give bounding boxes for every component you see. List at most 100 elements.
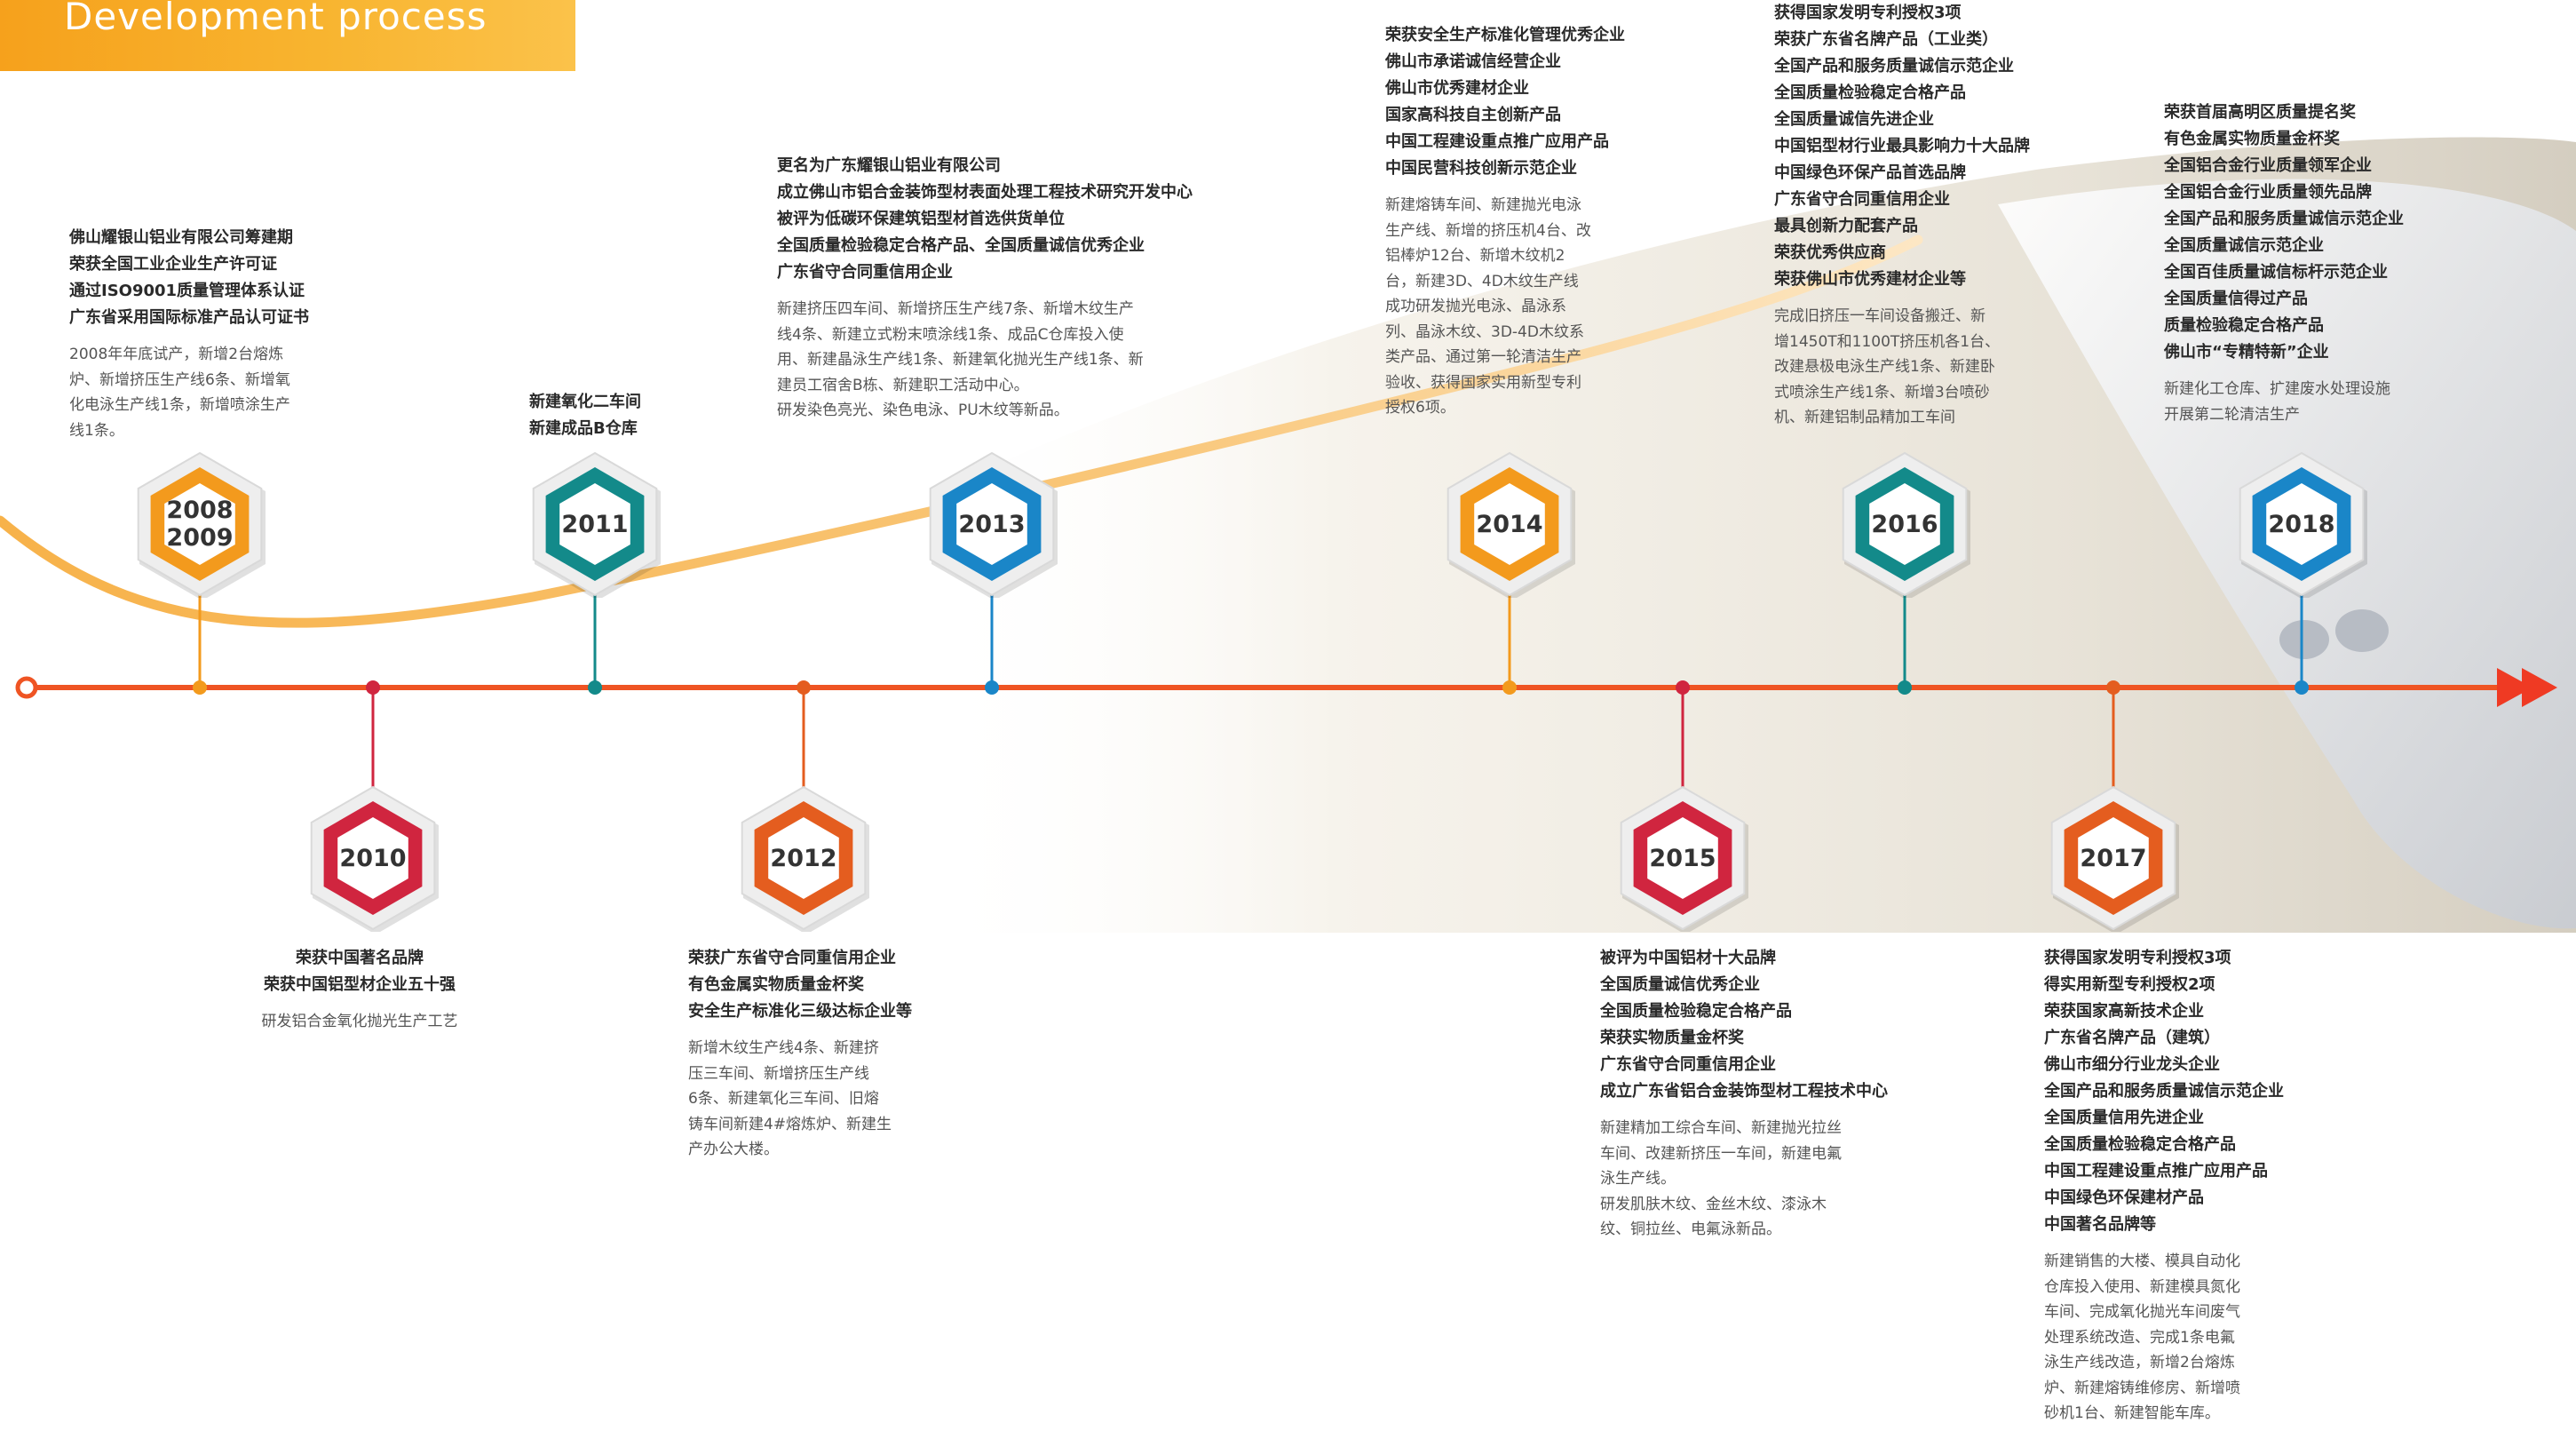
hexagon-icon <box>741 785 869 932</box>
honor-item: 广东省名牌产品（建筑） <box>2044 1029 2220 1047</box>
timeline-arrow <box>2497 668 2557 707</box>
timeline-dot <box>985 680 999 695</box>
honor-item: 荣获广东省守合同重信用企业 <box>688 949 896 967</box>
timeline-dot <box>366 680 380 695</box>
description-line: 泳生产线。 <box>1600 1170 1676 1188</box>
description-line: 生产线、新增的挤压机4台、改 <box>1385 221 1591 240</box>
honor-item: 有色金属实物质量金杯奖 <box>2164 130 2340 148</box>
honor-item: 有色金属实物质量金杯奖 <box>688 975 864 994</box>
honor-item: 荣获佛山市优秀建材企业等 <box>1774 270 1966 289</box>
year-label: 2013 <box>958 510 1026 538</box>
description-line: 建员工宿舍B栋、新建职工活动中心。 <box>777 376 1029 394</box>
year-label: 2010 <box>339 844 407 872</box>
honor-item: 国家高科技自主创新产品 <box>1385 106 1561 124</box>
honor-item: 中国工程建设重点推广应用产品 <box>2044 1162 2268 1181</box>
timeline-start-dot <box>15 676 38 699</box>
year-badge: 2012 <box>735 784 872 932</box>
honor-item: 荣获国家高新技术企业 <box>2044 1002 2204 1021</box>
honor-item: 全国产品和服务质量诚信示范企业 <box>1774 57 2014 76</box>
milestone-description: 新建化工仓库、扩建废水处理设施开展第二轮清洁生产 <box>2164 377 2501 427</box>
milestone-text-2008: 佛山耀银山铝业有限公司筹建期荣获全国工业企业生产许可证通过ISO9001质量管理… <box>69 225 389 443</box>
milestone-text-2012: 荣获广东省守合同重信用企业有色金属实物质量金杯奖安全生产标准化三级达标企业等新增… <box>688 945 937 1163</box>
timeline-dot <box>1676 680 1690 695</box>
honors-list: 荣获首届高明区质量提名奖有色金属实物质量金杯奖全国铝合金行业质量领军企业全国铝合… <box>2164 99 2501 366</box>
year-badge: 2010 <box>305 784 441 932</box>
honor-item: 荣获优秀供应商 <box>1774 243 1886 262</box>
year-label: 2018 <box>2268 510 2335 538</box>
description-line: 砂机1台、新建智能车库。 <box>2044 1404 2220 1422</box>
honor-item: 全国质量信得过产品 <box>2164 290 2308 308</box>
honors-list: 荣获广东省守合同重信用企业有色金属实物质量金杯奖安全生产标准化三级达标企业等 <box>688 945 937 1025</box>
description-line: 车间、完成氧化抛光车间废气 <box>2044 1303 2240 1321</box>
milestone-text-2013: 更名为广东耀银山铝业有限公司成立佛山市铝合金装饰型材表面处理工程技术研究开发中心… <box>777 153 1274 424</box>
honor-item: 中国工程建设重点推广应用产品 <box>1385 132 1609 151</box>
description-line: 车间、改建新挤压一车间，新建电氟 <box>1600 1144 1842 1163</box>
description-line: 用、新建晶泳生产线1条、新建氧化抛光生产线1条、新 <box>777 351 1144 369</box>
description-line: 仓库投入使用、新建模具氮化 <box>2044 1277 2240 1296</box>
honor-item: 荣获中国铝型材企业五十强 <box>264 975 456 994</box>
honor-item: 荣获首届高明区质量提名奖 <box>2164 103 2356 122</box>
honor-item: 荣获广东省名牌产品（工业类） <box>1774 30 1998 49</box>
description-line: 列、晶泳木纹、3D-4D木纹系 <box>1385 322 1584 341</box>
honor-item: 新建成品B仓库 <box>529 419 638 438</box>
honor-item: 中国民营科技创新示范企业 <box>1385 159 1577 178</box>
description-line: 炉、新建熔铸维修房、新增喷 <box>2044 1379 2240 1397</box>
honor-item: 安全生产标准化三级达标企业等 <box>688 1002 912 1021</box>
honor-item: 佛山市承诺诚信经营企业 <box>1385 52 1561 71</box>
description-line: 成功研发抛光电泳、晶泳系 <box>1385 298 1566 315</box>
year-badge: 2014 <box>1441 450 1578 598</box>
year-badge: 2016 <box>1836 450 1973 598</box>
milestone-description: 2008年年底试产，新增2台熔炼炉、新增挤压生产线6条、新增氧化电泳生产线1条，… <box>69 342 389 443</box>
honor-item: 中国著名品牌等 <box>2044 1215 2156 1234</box>
honor-item: 全国百佳质量诚信标杆示范企业 <box>2164 263 2388 282</box>
train-light <box>2335 609 2389 652</box>
honor-item: 佛山市细分行业龙头企业 <box>2044 1055 2220 1074</box>
milestone-description: 研发铝合金氧化抛光生产工艺 <box>218 1009 502 1035</box>
description-line: 类产品、通过第一轮清洁生产 <box>1385 348 1581 366</box>
description-line: 2008年年底试产，新增2台熔炼 <box>69 346 284 363</box>
honor-item: 全国铝合金行业质量领先品牌 <box>2164 183 2372 202</box>
description-line: 压三车间、新增挤压生产线 <box>688 1064 869 1083</box>
timeline-dot <box>1502 680 1517 695</box>
description-line: 纹、铜拉丝、电氟泳新品。 <box>1600 1220 1781 1238</box>
honor-item: 佛山市优秀建材企业 <box>1385 79 1529 98</box>
timeline-dot <box>797 680 811 695</box>
honor-item: 全国质量诚信示范企业 <box>2164 236 2324 255</box>
description-line: 研发铝合金氧化抛光生产工艺 <box>261 1013 458 1030</box>
honors-list: 获得国家发明专利授权3项荣获广东省名牌产品（工业类）全国产品和服务质量诚信示范企… <box>1774 0 2147 293</box>
milestone-description: 新建挤压四车间、新增挤压生产线7条、新增木纹生产线4条、新建立式粉末喷涂线1条、… <box>777 297 1274 424</box>
honors-list: 更名为广东耀银山铝业有限公司成立佛山市铝合金装饰型材表面处理工程技术研究开发中心… <box>777 153 1274 286</box>
hexagon-icon <box>2239 451 2367 598</box>
honor-item: 全国质量诚信优秀企业 <box>1600 975 1760 994</box>
year-label: 2015 <box>1649 844 1716 872</box>
description-line: 6条、新建氧化三车间、旧熔 <box>688 1090 879 1108</box>
honor-item: 全国质量诚信先进企业 <box>1774 110 1934 129</box>
description-line: 泳生产线改造，新增2台熔炼 <box>2044 1354 2235 1371</box>
description-line: 机、新建铝制品精加工车间 <box>1774 409 1955 426</box>
honor-item: 全国质量检验稳定合格产品、全国质量诚信优秀企业 <box>777 236 1145 255</box>
year-label: 2016 <box>1871 510 1938 538</box>
milestone-description: 新建销售的大楼、模具自动化仓库投入使用、新建模具氮化车间、完成氧化抛光车间废气处… <box>2044 1249 2364 1427</box>
description-line: 式喷涂生产线1条、新增3台喷砂 <box>1774 383 1990 402</box>
honor-item: 荣获全国工业企业生产许可证 <box>69 255 277 274</box>
description-line: 完成旧挤压一车间设备搬迁、新 <box>1774 307 1986 325</box>
description-line: 线1条。 <box>69 421 124 440</box>
milestone-text-2018: 荣获首届高明区质量提名奖有色金属实物质量金杯奖全国铝合金行业质量领军企业全国铝合… <box>2164 99 2501 427</box>
honor-item: 全国质量信用先进企业 <box>2044 1109 2204 1127</box>
hexagon-icon <box>2050 785 2179 932</box>
honor-item: 荣获中国著名品牌 <box>296 949 424 967</box>
honors-list: 被评为中国铝材十大品牌全国质量诚信优秀企业全国质量检验稳定合格产品荣获实物质量金… <box>1600 945 1938 1105</box>
honor-item: 全国质量检验稳定合格产品 <box>1600 1002 1792 1021</box>
description-line: 新建化工仓库、扩建废水处理设施 <box>2164 380 2390 398</box>
description-line: 研发肌肤木纹、金丝木纹、漆泳木 <box>1600 1195 1827 1213</box>
year-label: 2012 <box>770 844 837 872</box>
milestone-text-2016: 获得国家发明专利授权3项荣获广东省名牌产品（工业类）全国产品和服务质量诚信示范企… <box>1774 0 2147 431</box>
honor-item: 荣获实物质量金杯奖 <box>1600 1029 1744 1047</box>
page-title: Development process <box>64 0 487 38</box>
description-line: 铝棒炉12台、新增木纹机2 <box>1385 247 1565 265</box>
honor-item: 质量检验稳定合格产品 <box>2164 316 2324 335</box>
honor-item: 全国质量检验稳定合格产品 <box>1774 83 1966 102</box>
honor-item: 广东省守合同重信用企业 <box>1774 190 1950 209</box>
description-line: 线4条、新建立式粉末喷涂线1条、成品C仓库投入使 <box>777 325 1124 344</box>
